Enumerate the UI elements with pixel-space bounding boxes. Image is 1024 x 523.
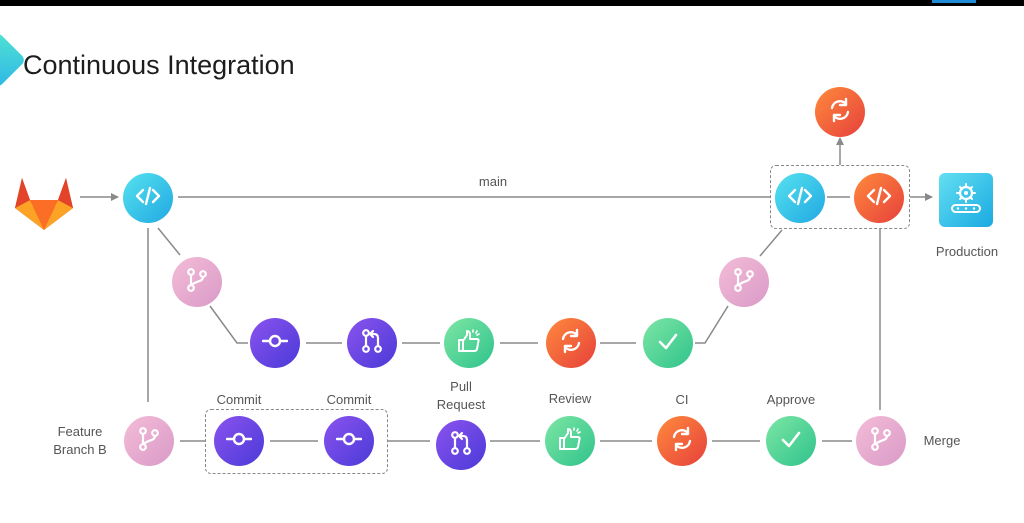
sync-icon: [558, 328, 584, 359]
production-node[interactable]: [939, 173, 993, 227]
ci-node-mid[interactable]: [546, 318, 596, 368]
sync-icon: [827, 97, 853, 128]
pull-request-node-mid[interactable]: [347, 318, 397, 368]
branch-icon: [136, 426, 162, 457]
approve-node-mid[interactable]: [643, 318, 693, 368]
commit-label-2: Commit: [326, 392, 372, 407]
pull-request-icon: [448, 430, 474, 461]
merge-node[interactable]: [856, 416, 906, 466]
gitlab-logo: [12, 170, 76, 232]
pull-request-icon: [359, 328, 385, 359]
branch-icon: [868, 426, 894, 457]
code-icon: [866, 183, 892, 214]
pull-request-node[interactable]: [436, 420, 486, 470]
sync-node-top[interactable]: [815, 87, 865, 137]
branch-icon: [731, 267, 757, 298]
check-icon: [778, 426, 804, 457]
thumbs-up-icon: [557, 426, 583, 457]
commit-label-1: Commit: [216, 392, 262, 407]
branch-node-right[interactable]: [719, 257, 769, 307]
commit-node-1[interactable]: [214, 416, 264, 466]
branch-node-left[interactable]: [172, 257, 222, 307]
merge-label: Merge: [923, 433, 961, 448]
approve-label: Approve: [766, 392, 816, 407]
thumbs-up-icon: [456, 328, 482, 359]
commit-group-box: [205, 409, 388, 474]
commit-icon: [225, 426, 253, 457]
commit-icon: [261, 328, 289, 359]
code-node-release[interactable]: [854, 173, 904, 223]
code-node-deploy[interactable]: [775, 173, 825, 223]
slide-title: Continuous Integration: [23, 50, 295, 80]
branch-icon: [184, 267, 210, 298]
commit-node-2[interactable]: [324, 416, 374, 466]
ci-label: CI: [675, 392, 689, 407]
top-bar-accent: [932, 0, 976, 3]
feature-branch-label: Feature Branch B: [53, 424, 107, 457]
code-node-start[interactable]: [123, 173, 173, 223]
approve-node[interactable]: [766, 416, 816, 466]
review-node-mid[interactable]: [444, 318, 494, 368]
pull-request-label: Pull Request: [436, 379, 486, 412]
conveyor-gear-icon: [947, 179, 985, 222]
check-icon: [655, 328, 681, 359]
commit-icon: [335, 426, 363, 457]
code-icon: [135, 183, 161, 214]
review-node[interactable]: [545, 416, 595, 466]
sync-icon: [669, 426, 695, 457]
production-label: Production: [935, 244, 999, 259]
commit-node-mid[interactable]: [250, 318, 300, 368]
deploy-group-box: [770, 165, 910, 229]
top-bar: [0, 0, 1024, 6]
code-icon: [787, 183, 813, 214]
feature-branch-node[interactable]: [124, 416, 174, 466]
ci-node[interactable]: [657, 416, 707, 466]
main-branch-label: main: [478, 174, 508, 189]
review-label: Review: [548, 391, 592, 406]
